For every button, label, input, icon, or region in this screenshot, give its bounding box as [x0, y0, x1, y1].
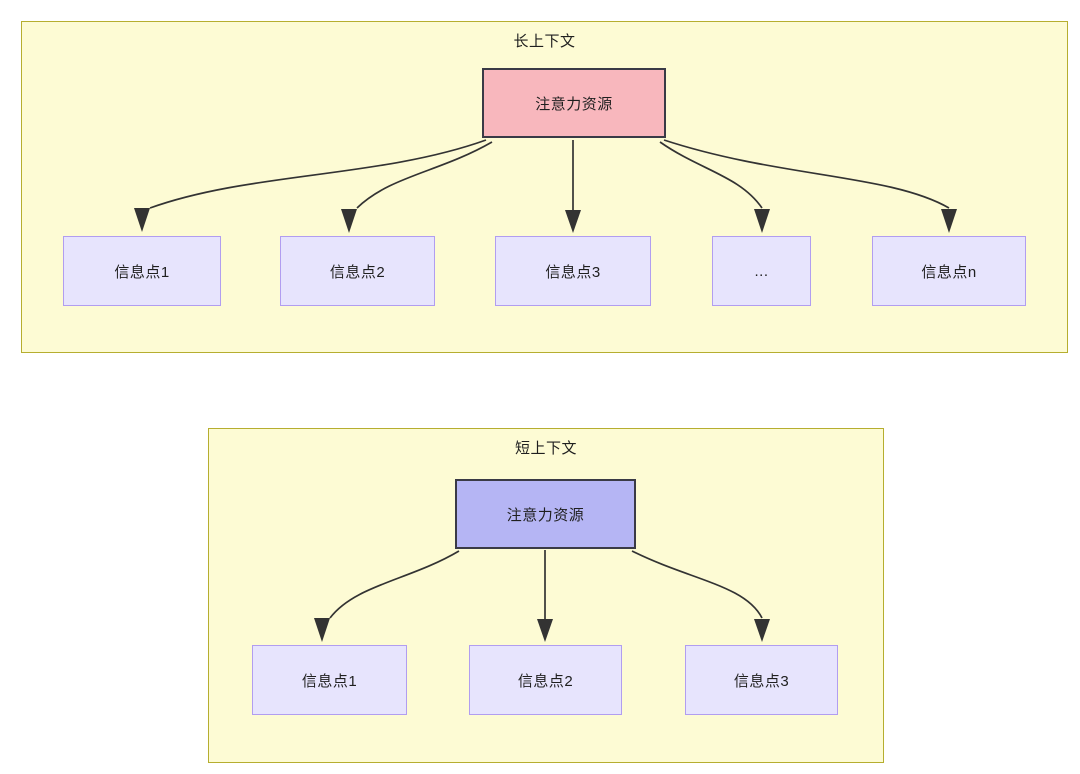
- node-info-point-long-1-label: 信息点1: [114, 263, 170, 281]
- node-info-point-long-2-label: 信息点2: [329, 263, 386, 281]
- node-info-point-long-2[interactable]: 信息点2: [280, 236, 435, 306]
- node-info-point-long-ellipsis[interactable]: ...: [712, 236, 811, 306]
- node-info-point-short-2-label: 信息点2: [517, 672, 574, 690]
- node-attention-resource-short-label: 注意力资源: [506, 506, 585, 524]
- group-long-context-title: 长上下文: [513, 33, 576, 50]
- group-short-context-title: 短上下文: [514, 440, 577, 457]
- node-info-point-short-3-label: 信息点3: [733, 672, 790, 690]
- node-attention-resource-long[interactable]: 注意力资源: [482, 68, 666, 138]
- node-info-point-short-3[interactable]: 信息点3: [685, 645, 838, 715]
- node-info-point-short-2[interactable]: 信息点2: [469, 645, 622, 715]
- node-info-point-short-1[interactable]: 信息点1: [252, 645, 407, 715]
- node-info-point-long-n[interactable]: 信息点n: [872, 236, 1026, 306]
- node-info-point-long-ellipsis-label: ...: [754, 262, 769, 280]
- node-info-point-long-n-label: 信息点n: [921, 263, 977, 281]
- node-info-point-long-3-label: 信息点3: [545, 263, 601, 281]
- node-info-point-short-1-label: 信息点1: [301, 672, 358, 690]
- node-attention-resource-long-label: 注意力资源: [535, 95, 613, 113]
- node-info-point-long-1[interactable]: 信息点1: [63, 236, 221, 306]
- node-info-point-long-3[interactable]: 信息点3: [495, 236, 651, 306]
- node-attention-resource-short[interactable]: 注意力资源: [455, 479, 636, 549]
